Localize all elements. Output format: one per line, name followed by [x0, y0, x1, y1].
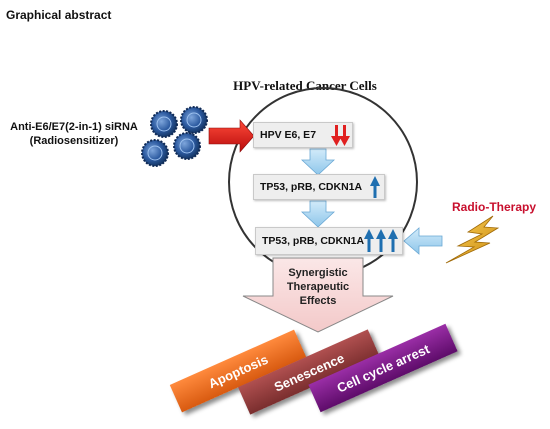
flow-down-arrow-icon — [300, 200, 336, 228]
sirna-label-line1: Anti-E6/E7(2-in-1) siRNA — [10, 121, 138, 133]
sirna-label-line2: (Radiosensitizer) — [29, 135, 119, 147]
effects-line2: Therapeutic — [286, 281, 350, 293]
lightning-bolt-icon — [445, 215, 500, 264]
tp53-label-first: TP53, pRB, CDKN1A — [260, 181, 363, 193]
effects-line1: Synergistic — [288, 267, 348, 279]
sirna-particle-icon — [141, 139, 169, 167]
flow-down-arrow-icon — [300, 148, 336, 176]
tp53-box-first: TP53, pRB, CDKN1A — [253, 174, 385, 200]
sirna-label: Anti-E6/E7(2-in-1) siRNA (Radiosensitize… — [4, 120, 144, 148]
hpv-e6-e7-label: HPV E6, E7 — [260, 129, 317, 141]
sirna-particle-icon — [180, 106, 208, 134]
effects-arrow-icon — [242, 257, 394, 333]
effects-line3: Effects — [299, 295, 337, 307]
sirna-particle-icon — [173, 132, 201, 160]
tp53-label-second: TP53, pRB, CDKN1A — [262, 235, 365, 247]
delivery-arrow-icon — [208, 119, 255, 153]
sirna-particle-icon — [150, 110, 178, 138]
tp53-box-second: TP53, pRB, CDKN1A — [255, 227, 403, 255]
radiation-arrow-icon — [403, 227, 443, 255]
radio-therapy-label: Radio-Therapy — [452, 200, 537, 214]
hpv-e6-e7-box: HPV E6, E7 — [253, 122, 353, 148]
page-title: Graphical abstract — [6, 8, 112, 22]
synergistic-effects-label: Synergistic Therapeutic Effects — [276, 266, 360, 308]
